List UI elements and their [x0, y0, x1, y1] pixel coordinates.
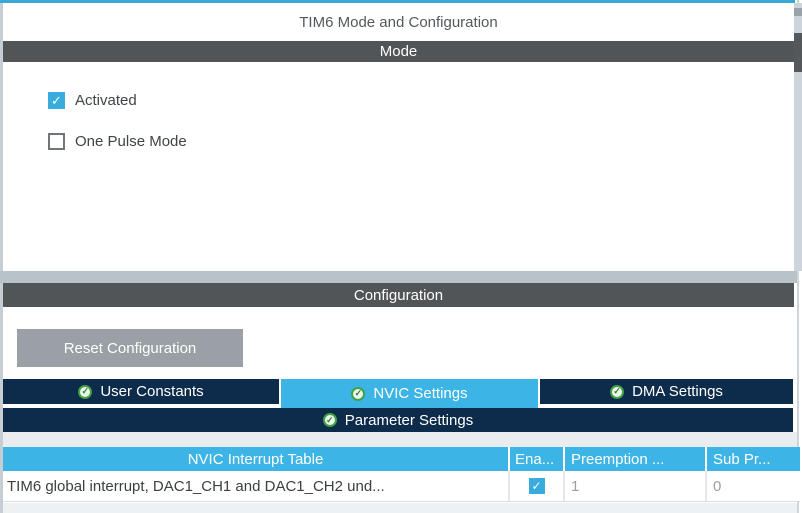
mode-scrollbar-track[interactable] [794, 3, 802, 271]
activated-checkbox-row[interactable]: ✓ Activated [48, 92, 137, 109]
badge-check-glyph: ✓ [354, 388, 363, 398]
panel-left-border [0, 3, 3, 513]
enabled-cell: ✓ [508, 471, 563, 501]
panel-top-accent [0, 0, 795, 3]
tab-parameter-settings[interactable]: ✓ Parameter Settings [3, 408, 793, 432]
panel-title: TIM6 Mode and Configuration [3, 3, 794, 41]
interrupt-name-cell: TIM6 global interrupt, DAC1_CH1 and DAC1… [7, 477, 385, 495]
tab-user-constants-label: User Constants [100, 383, 204, 400]
mode-section-header: Mode [3, 41, 794, 62]
section-divider[interactable] [0, 271, 797, 283]
configuration-section-header: Configuration [3, 283, 794, 307]
preemption-priority-cell[interactable]: 1 [563, 471, 705, 501]
badge-check-glyph: ✓ [81, 386, 90, 396]
table-footer-area [3, 503, 797, 513]
mode-scrollbar-up-button[interactable] [794, 8, 802, 16]
tab-user-constants[interactable]: ✓ User Constants [3, 379, 279, 404]
col-header-nvic-interrupt-table[interactable]: NVIC Interrupt Table [187, 450, 324, 468]
tab-nvic-settings-label: NVIC Settings [373, 385, 468, 402]
one-pulse-mode-checkbox-row[interactable]: One Pulse Mode [48, 133, 187, 150]
ok-badge-icon: ✓ [610, 384, 625, 399]
tabs-content-gap [3, 432, 797, 447]
tab-dma-settings[interactable]: ✓ DMA Settings [540, 379, 793, 404]
interrupt-enabled-checkbox[interactable]: ✓ [528, 478, 545, 494]
sub-priority-cell[interactable]: 0 [705, 471, 798, 501]
ok-badge-icon: ✓ [78, 384, 93, 399]
badge-check-glyph: ✓ [613, 386, 621, 396]
col-header-sub-priority[interactable]: Sub Pr... [705, 447, 798, 471]
activated-label: Activated [75, 92, 137, 109]
mode-scrollbar-thumb[interactable] [794, 33, 802, 72]
one-pulse-mode-checkbox[interactable] [48, 133, 65, 150]
ok-badge-icon: ✓ [351, 386, 366, 401]
check-icon: ✓ [531, 479, 542, 493]
reset-configuration-button[interactable]: Reset Configuration [17, 329, 243, 367]
one-pulse-mode-label: One Pulse Mode [75, 133, 187, 150]
tab-nvic-settings[interactable]: ✓ NVIC Settings [281, 379, 538, 408]
configuration-header-text: Configuration [353, 286, 444, 304]
col-header-enabled[interactable]: Ena... [508, 447, 563, 471]
tab-dma-settings-label: DMA Settings [632, 383, 723, 400]
table-row[interactable]: TIM6 global interrupt, DAC1_CH1 and DAC1… [3, 471, 800, 502]
panel-title-text: TIM6 Mode and Configuration [299, 13, 498, 31]
tab-parameter-settings-label: Parameter Settings [344, 411, 474, 429]
mode-header-text: Mode [379, 43, 418, 60]
activated-checkbox[interactable]: ✓ [48, 92, 65, 109]
ok-badge-icon: ✓ [322, 413, 337, 427]
check-icon: ✓ [51, 93, 62, 108]
nvic-table-header: NVIC Interrupt Table Ena... Preemption .… [3, 447, 800, 471]
col-header-preemption-priority[interactable]: Preemption ... [563, 447, 705, 471]
badge-check-glyph: ✓ [326, 414, 334, 425]
reset-configuration-label: Reset Configuration [63, 339, 197, 357]
